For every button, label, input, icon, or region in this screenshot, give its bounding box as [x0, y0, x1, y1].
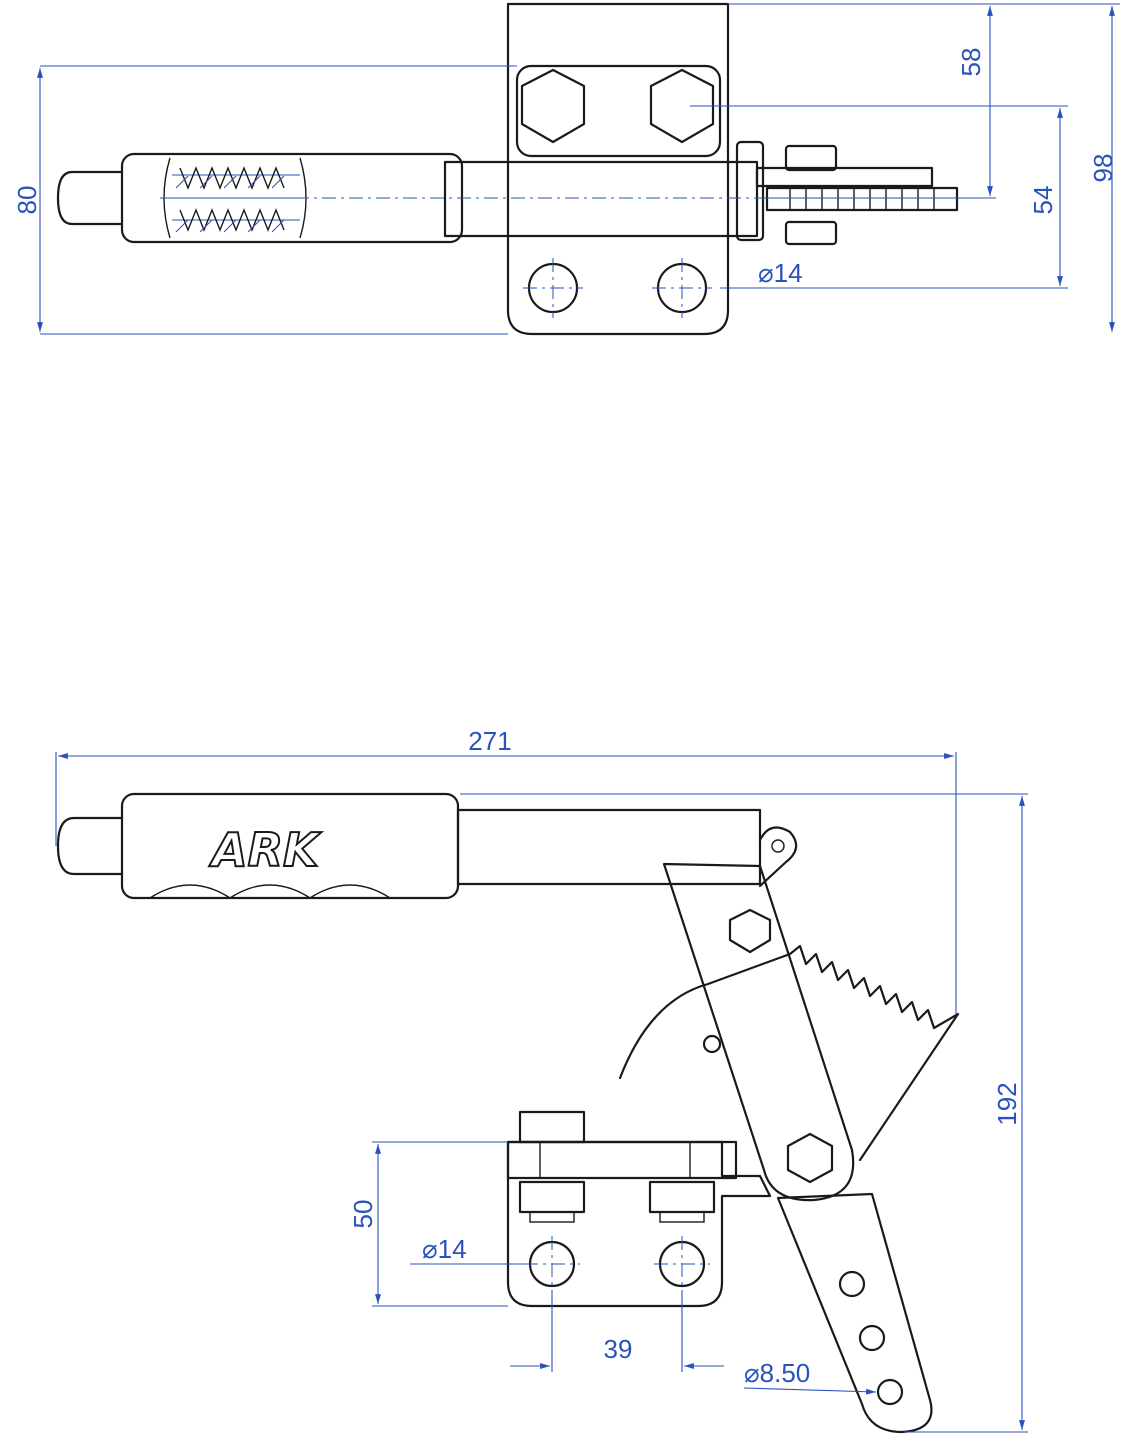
top-view: 80 58 98 54 ⌀14	[12, 2, 1120, 336]
dim-side-base-height: 50	[348, 1200, 378, 1229]
dim-top-overall-height: 80	[12, 186, 42, 215]
dim-top-hole-offset: 54	[1028, 186, 1058, 215]
dim-side-overall-height: 192	[992, 1082, 1022, 1125]
dim-side-overall-length: 271	[468, 726, 511, 756]
side-finger-grooves	[149, 884, 391, 899]
dim-leader-8-50	[743, 1387, 877, 1395]
dim-top-hole-diameter: ⌀14	[758, 258, 803, 288]
side-lever-arm	[662, 862, 855, 1202]
dim-side-hole-diameter: ⌀14	[422, 1234, 467, 1264]
side-plunger-tip	[56, 816, 124, 876]
dim-top-bolt-offset: 58	[956, 48, 986, 77]
top-hex-bolt-left	[520, 68, 586, 144]
side-plunger-rod	[456, 808, 762, 886]
brand-logo: ARK	[209, 823, 322, 877]
top-nut-upper	[784, 144, 838, 172]
side-hex-nut-top	[518, 1110, 586, 1144]
side-arm-hole-2	[858, 1324, 886, 1352]
dim-side-hole-spacing: 39	[604, 1334, 633, 1364]
side-hex-nut-right	[648, 1180, 716, 1214]
side-link-eye	[758, 826, 798, 888]
dim-side-arm-hole-diameter: ⌀8.50	[744, 1358, 810, 1388]
side-hex-bolt-lower	[786, 1132, 834, 1184]
dim-top-base-height: 98	[1088, 154, 1118, 183]
side-base-bracket	[506, 1140, 772, 1308]
side-arm-hole-3	[876, 1378, 904, 1406]
side-view: ARK	[55, 726, 1028, 1434]
top-pin	[735, 140, 765, 242]
top-nut-lower	[784, 220, 838, 246]
top-hex-bolt-right	[649, 68, 715, 144]
side-ratchet-sector	[618, 944, 960, 1162]
top-plunger-tip	[56, 170, 124, 226]
top-base-plate	[506, 2, 730, 336]
side-base-top-bar	[506, 1140, 738, 1180]
side-hex-bolt-upper	[728, 908, 772, 954]
side-hex-nut-left	[518, 1180, 586, 1214]
top-linkage-bar	[755, 166, 934, 188]
side-arm-hole-1	[838, 1270, 866, 1298]
top-ratchet	[765, 186, 959, 212]
top-plunger-rod	[443, 160, 759, 238]
top-bolt-housing	[515, 64, 722, 158]
side-clamp-arm	[776, 1192, 933, 1434]
side-pivot-pin	[702, 1034, 722, 1054]
